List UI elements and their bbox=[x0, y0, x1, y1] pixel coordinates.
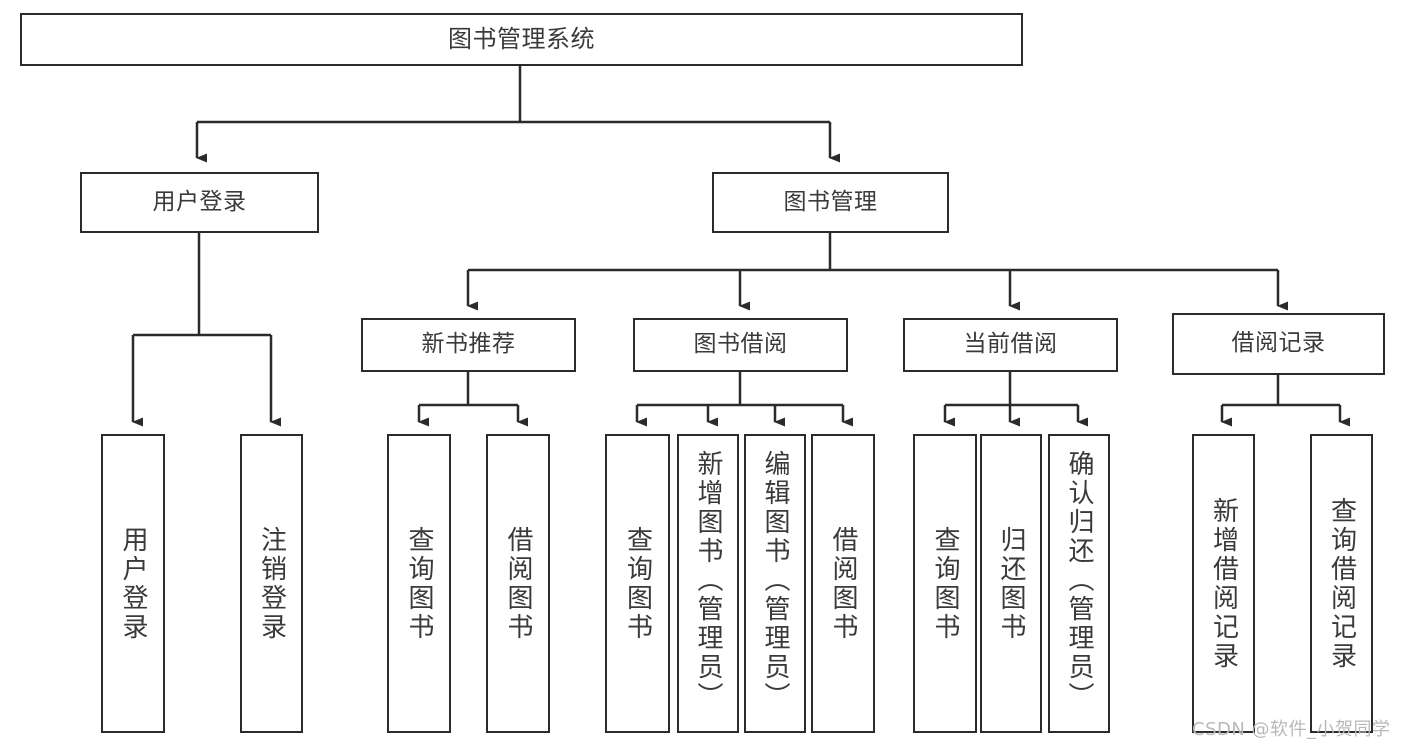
leaf-add-borrow-record[interactable]: 新增借阅记录 bbox=[1192, 434, 1255, 733]
node-current-borrow[interactable]: 当前借阅 bbox=[903, 318, 1118, 372]
node-label: 图书管理系统 bbox=[448, 25, 595, 54]
node-user-login[interactable]: 用户登录 bbox=[80, 172, 319, 233]
leaf-query-book-recommend[interactable]: 查询图书 bbox=[387, 434, 451, 733]
node-borrow-record[interactable]: 借阅记录 bbox=[1172, 313, 1385, 375]
node-root-system[interactable]: 图书管理系统 bbox=[20, 13, 1023, 66]
node-label: 借阅图书 bbox=[828, 525, 858, 642]
node-label: 新增图书（管理员） bbox=[693, 450, 723, 711]
leaf-return-book[interactable]: 归还图书 bbox=[980, 434, 1042, 733]
node-label: 借阅记录 bbox=[1231, 330, 1326, 357]
node-book-management[interactable]: 图书管理 bbox=[712, 172, 949, 233]
node-label: 查询图书 bbox=[622, 525, 653, 642]
node-label: 新书推荐 bbox=[421, 331, 516, 358]
node-label: 图书借阅 bbox=[693, 331, 788, 358]
leaf-query-book-current[interactable]: 查询图书 bbox=[913, 434, 977, 733]
csdn-watermark: CSDN @软件_小贺同学 bbox=[1192, 719, 1391, 740]
leaf-edit-book-admin[interactable]: 编辑图书（管理员） bbox=[744, 434, 806, 733]
node-book-borrow[interactable]: 图书借阅 bbox=[633, 318, 848, 372]
leaf-borrow-book-recommend[interactable]: 借阅图书 bbox=[486, 434, 550, 733]
node-label: 图书管理 bbox=[783, 188, 878, 215]
node-label: 编辑图书（管理员） bbox=[760, 450, 790, 711]
node-label: 借阅图书 bbox=[503, 525, 533, 642]
node-label: 当前借阅 bbox=[963, 331, 1058, 358]
node-label: 确认归还（管理员） bbox=[1064, 450, 1094, 711]
node-label: 查询图书 bbox=[930, 525, 960, 642]
node-label: 归还图书 bbox=[996, 525, 1026, 642]
node-label: 用户登录 bbox=[152, 188, 247, 215]
node-label: 查询图书 bbox=[404, 525, 434, 642]
leaf-query-borrow-record[interactable]: 查询借阅记录 bbox=[1310, 434, 1373, 733]
leaf-query-book-borrow[interactable]: 查询图书 bbox=[605, 434, 670, 733]
leaf-borrow-book[interactable]: 借阅图书 bbox=[811, 434, 875, 733]
node-label: 用户登录 bbox=[118, 525, 148, 642]
node-label: 新增借阅记录 bbox=[1208, 496, 1239, 671]
node-label: 查询借阅记录 bbox=[1326, 496, 1357, 671]
node-label: 注销登录 bbox=[256, 525, 287, 642]
leaf-add-book-admin[interactable]: 新增图书（管理员） bbox=[677, 434, 739, 733]
node-new-book-recommend[interactable]: 新书推荐 bbox=[361, 318, 576, 372]
leaf-logout[interactable]: 注销登录 bbox=[240, 434, 303, 733]
leaf-user-login[interactable]: 用户登录 bbox=[101, 434, 165, 733]
leaf-confirm-return-admin[interactable]: 确认归还（管理员） bbox=[1048, 434, 1110, 733]
